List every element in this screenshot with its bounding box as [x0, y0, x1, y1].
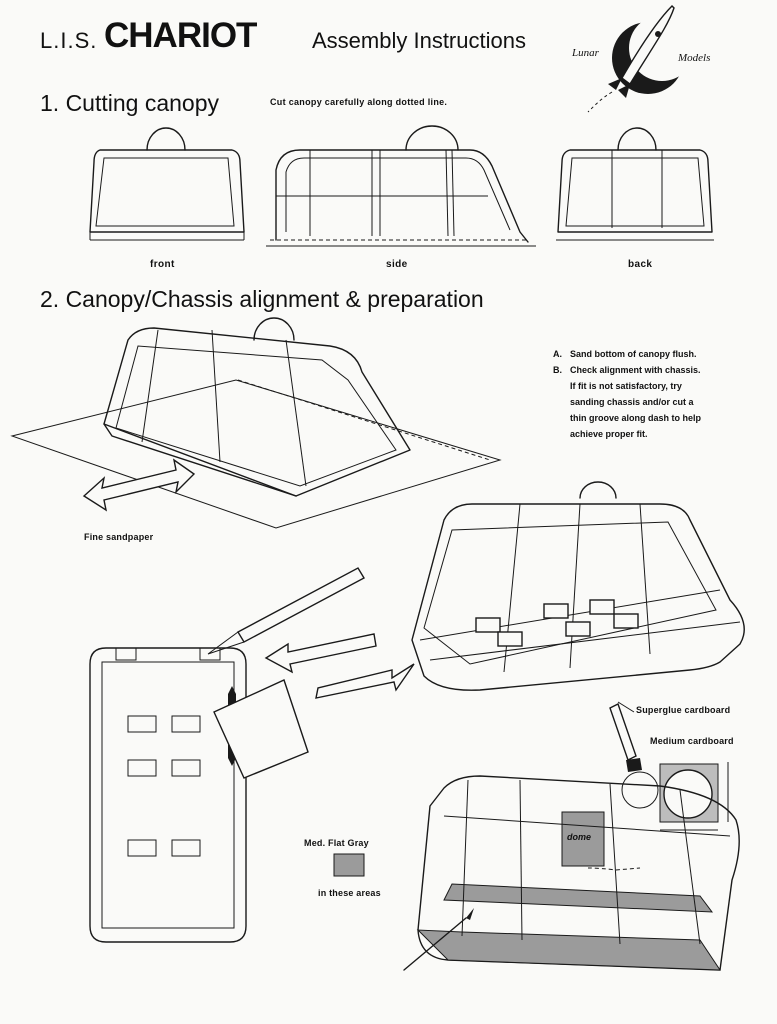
sandpaper-label: Fine sandpaper: [84, 532, 154, 542]
step-a: A. Sand bottom of canopy flush.: [553, 346, 773, 362]
step-text: Sand bottom of canopy flush.: [570, 349, 697, 359]
superglue-tube-icon: [609, 701, 642, 772]
step-text: sanding chassis and/or cut a: [570, 397, 694, 407]
product-title: CHARIOT: [104, 16, 257, 55]
canopy-interior: [403, 771, 740, 971]
view-label-front: front: [150, 259, 175, 270]
cardboard-square: [659, 762, 729, 831]
paint-label-bottom: in these areas: [318, 888, 381, 898]
sanding-direction-arrow: [82, 458, 196, 512]
right-arrow: [315, 663, 415, 699]
hobby-knife-icon: [207, 567, 365, 655]
step-text: achieve proper fit.: [570, 429, 648, 439]
dome-label: dome: [567, 832, 592, 842]
preparation-steps: A. Sand bottom of canopy flush. B. Check…: [553, 346, 773, 442]
logo-word-models: Models: [678, 52, 711, 64]
step-text: If fit is not satisfactory, try: [570, 381, 682, 391]
canopy-side-view: [266, 125, 536, 247]
rocket-moon-icon: [587, 5, 695, 113]
sandpaper-sheet: [10, 379, 502, 529]
cardboard-label: Medium cardboard: [650, 736, 734, 746]
section1-heading: 1. Cutting canopy: [40, 90, 220, 116]
view-label-back: back: [628, 259, 653, 270]
chassis-perspective: [411, 481, 745, 691]
paint-swatch: [333, 853, 365, 877]
superglue-label: Superglue cardboard: [636, 705, 731, 715]
brand-logo: Lunar Models: [560, 0, 725, 120]
step-letter: B.: [553, 365, 562, 375]
view-label-side: side: [386, 259, 408, 270]
title-suffix: Assembly Instructions: [312, 28, 526, 53]
paint-label-top: Med. Flat Gray: [304, 838, 369, 848]
title-prefix: L.I.S.: [40, 28, 98, 53]
step-b: B. Check alignment with chassis.: [553, 362, 773, 378]
step-letter: A.: [553, 349, 562, 359]
cutting-note: Cut canopy carefully along dotted line.: [270, 97, 448, 107]
logo-word-lunar: Lunar: [572, 47, 599, 59]
step-text: thin groove along dash to help: [570, 413, 702, 423]
section2-heading: 2. Canopy/Chassis alignment & preparatio…: [40, 286, 484, 312]
canopy-on-sandpaper: [103, 317, 491, 497]
chassis-top-view: [89, 647, 309, 943]
canopy-front-view: [89, 127, 245, 241]
step-text: Check alignment with chassis.: [570, 365, 701, 375]
left-arrow: [264, 633, 377, 674]
canopy-back-view: [556, 127, 714, 241]
